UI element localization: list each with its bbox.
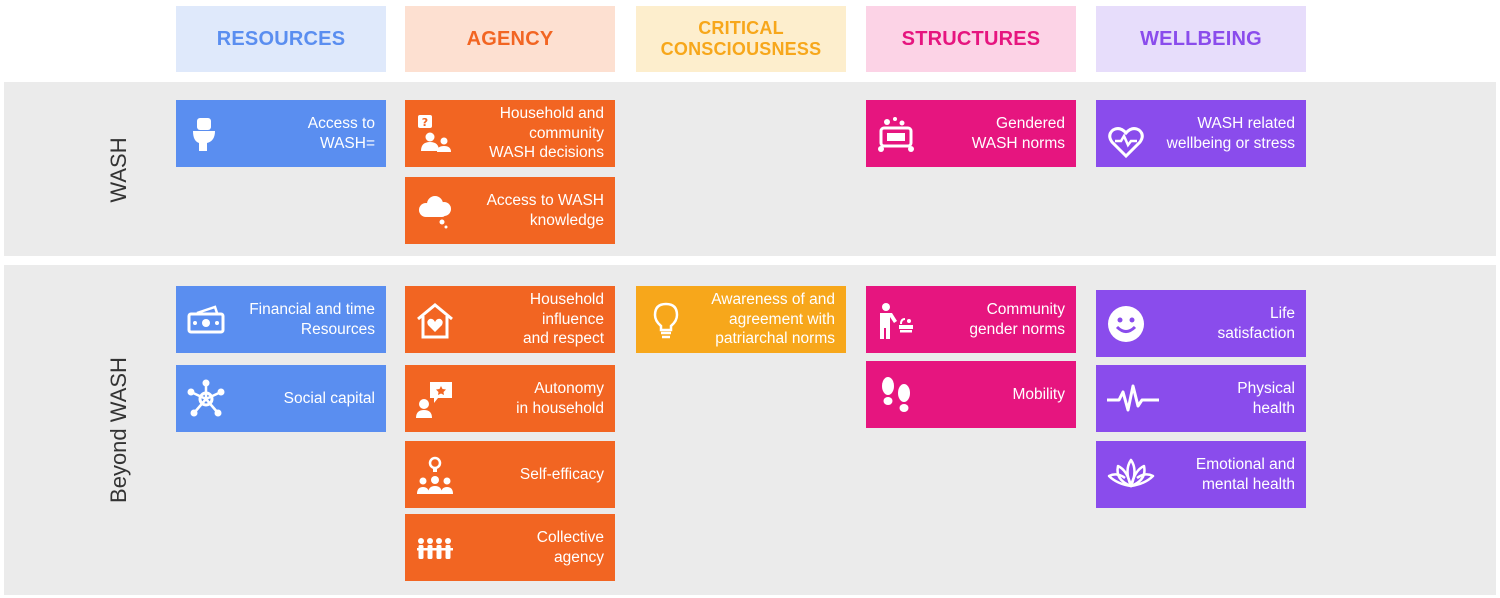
card-autonomy: Autonomy in household — [405, 365, 615, 432]
card-label: Autonomy in household — [516, 380, 604, 417]
card-label: Community gender norms — [969, 301, 1065, 338]
heart-pulse-icon — [1105, 122, 1147, 164]
lotus-icon — [1105, 454, 1157, 496]
header-agency: AGENCY — [405, 6, 615, 72]
card-label: Life satisfaction — [1217, 305, 1295, 342]
card-label: Social capital — [283, 389, 375, 407]
card-financial-time-resources: Financial and time Resources — [176, 286, 386, 353]
card-label: Financial and time Resources — [249, 301, 375, 338]
card-label: Gendered WASH norms — [971, 115, 1065, 152]
lightbulb-icon — [645, 299, 687, 341]
network-icon — [185, 378, 227, 420]
card-label: Emotional and mental health — [1195, 456, 1295, 493]
card-access-to-wash: Access to WASH= — [176, 100, 386, 167]
card-label: Access to WASH= — [307, 115, 375, 152]
card-access-to-wash-knowledge: Access to WASH knowledge — [405, 177, 615, 244]
card-label: Access to WASH knowledge — [486, 192, 604, 229]
row-label-wash: WASH — [106, 137, 131, 203]
footprints-icon — [875, 374, 917, 416]
person-speech-icon — [414, 378, 456, 420]
header-agency-label: AGENCY — [466, 27, 554, 50]
thought-cloud-icon — [414, 190, 456, 232]
card-patriarchal-norms: Awareness of and agreement with patriarc… — [636, 286, 846, 353]
card-household-influence: Household influence and respect — [405, 286, 615, 353]
card-collective-agency: Collective agency — [405, 514, 615, 581]
washing-basin-icon — [875, 113, 917, 155]
crowd-icon — [414, 527, 456, 569]
card-household-wash-decisions: ? Household and community WASH decisions — [405, 100, 615, 167]
card-label: Household and community WASH decisions — [489, 105, 604, 162]
card-gendered-wash-norms: Gendered WASH norms — [866, 100, 1076, 167]
header-wellbeing-label: WELLBEING — [1140, 27, 1262, 50]
group-idea-icon — [414, 454, 456, 496]
card-physical-health: Physical health — [1096, 365, 1306, 432]
card-self-efficacy: Self-efficacy — [405, 441, 615, 508]
card-life-satisfaction: Life satisfaction — [1096, 290, 1306, 357]
toilet-icon — [185, 113, 227, 155]
header-wellbeing: WELLBEING — [1096, 6, 1306, 72]
header-structures: STRUCTURES — [866, 6, 1076, 72]
card-label: Self-efficacy — [519, 465, 604, 483]
header-critical-consciousness: CRITICAL CONSCIOUSNESS — [636, 6, 846, 72]
smiley-icon — [1105, 303, 1147, 345]
header-resources-label: RESOURCES — [216, 27, 346, 50]
svg-text:?: ? — [422, 116, 428, 129]
card-label: Collective agency — [536, 529, 604, 566]
card-community-gender-norms: Community gender norms — [866, 286, 1076, 353]
row-label-beyond-wash: Beyond WASH — [106, 357, 131, 503]
card-label: Awareness of and agreement with patriarc… — [711, 291, 835, 348]
card-label: Household influence and respect — [523, 291, 604, 348]
header-resources: RESOURCES — [176, 6, 386, 72]
card-social-capital: Social capital — [176, 365, 386, 432]
card-label: Mobility — [1012, 385, 1065, 403]
header-structures-label: STRUCTURES — [901, 27, 1041, 50]
money-icon — [185, 299, 227, 341]
card-emotional-health: Emotional and mental health — [1096, 441, 1306, 508]
card-wash-related-wellbeing: WASH related wellbeing or stress — [1096, 100, 1306, 167]
person-chores-icon — [875, 299, 917, 341]
house-heart-icon — [414, 299, 456, 341]
header-critical-label: CRITICAL CONSCIOUSNESS — [660, 18, 822, 59]
card-label: WASH related wellbeing or stress — [1166, 115, 1295, 152]
heartbeat-line-icon — [1105, 378, 1161, 420]
people-question-icon: ? — [414, 113, 456, 155]
card-label: Physical health — [1237, 380, 1295, 417]
card-mobility: Mobility — [866, 361, 1076, 428]
